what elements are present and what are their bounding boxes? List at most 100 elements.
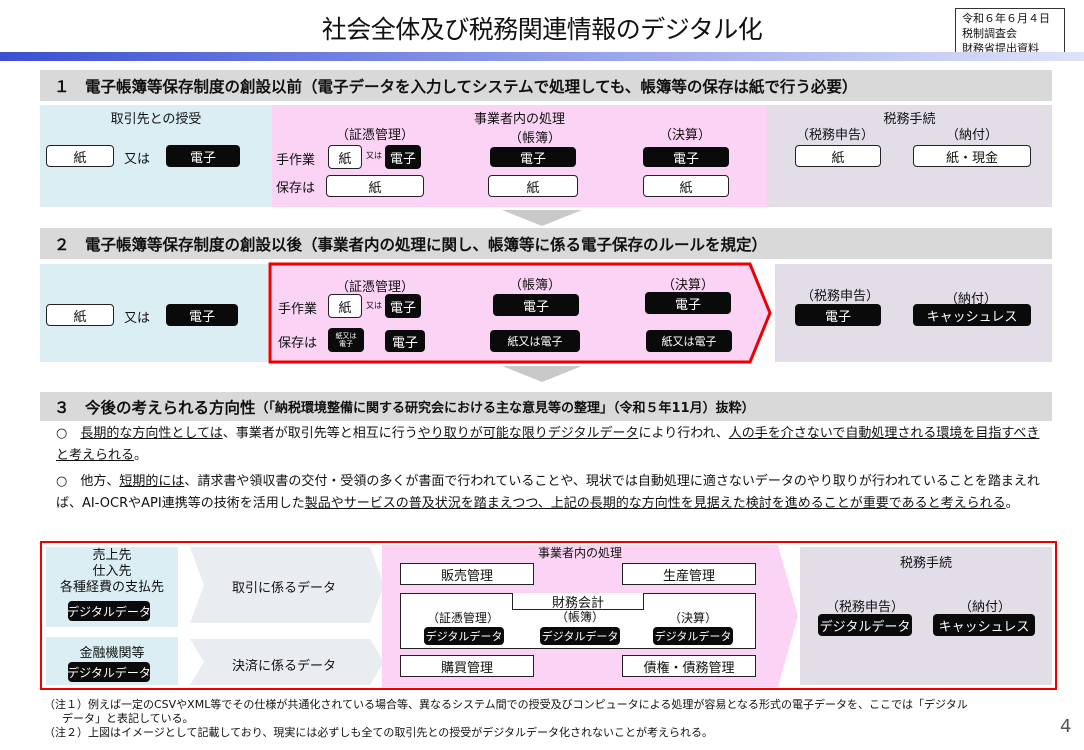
down-arrow-icon: [502, 366, 582, 382]
settle-label: （決算）: [668, 611, 717, 625]
proof-label: （証憑管理）: [335, 280, 414, 295]
debt-management-box: 債権・債務管理: [622, 655, 756, 677]
digital-data-box: デジタルデータ: [424, 627, 504, 645]
payment-label: （納付）: [958, 600, 1011, 615]
storage-label: 保存は: [276, 181, 316, 196]
bank-label: 金融機関等: [79, 646, 145, 661]
date-box: 令和６年６月４日 税制調査会 財務省提出資料: [955, 8, 1065, 58]
section-2-heading: ２ 電子帳簿等保存制度の創設以後（事業者内の処理に関し、帳簿等に係る電子保存のル…: [40, 228, 1052, 259]
inner-label: 事業者内の処理: [473, 112, 565, 127]
electronic-box: 電子: [166, 304, 238, 326]
paper-box: 紙: [795, 145, 881, 167]
electronic-box: 電子: [493, 294, 579, 316]
book-label: （帳簿）: [508, 278, 561, 293]
inner-label: 事業者内の処理: [537, 546, 622, 560]
digital-data-box: デジタルデータ: [653, 627, 733, 645]
digital-data-box: デジタルデータ: [540, 627, 620, 645]
or-label: 又は: [124, 152, 151, 167]
paper-box: 紙: [46, 145, 114, 167]
digital-data-box: デジタルデータ: [67, 662, 151, 682]
footnote-2: （注２）上図はイメージとして記載しており、現実には必ずしも全ての取引先との授受が…: [44, 726, 714, 739]
partner-label: 取引先との授受: [110, 112, 202, 127]
small-or-label: 又は: [366, 151, 382, 160]
purchase-management-box: 購買管理: [400, 655, 534, 677]
electronic-box: 電子: [645, 292, 731, 314]
electronic-box: 電子: [385, 294, 421, 318]
settlement-data-label: 決済に係るデータ: [231, 659, 336, 674]
paragraph-segment: 短期的には: [119, 474, 185, 489]
customer-line: 仕入先: [92, 564, 132, 579]
electronic-box: 電子: [643, 147, 729, 167]
sales-management-box: 販売管理: [400, 563, 534, 585]
storage-label: 保存は: [278, 336, 318, 351]
page-number: 4: [1060, 716, 1072, 737]
manual-label: 手作業: [278, 302, 318, 317]
future-diagram: [40, 541, 1057, 690]
date-line: 財務省提出資料: [962, 42, 1039, 55]
paragraph-segment: により行われ、: [638, 426, 729, 441]
title-bar: [0, 52, 1084, 61]
digital-data-box: デジタルデータ: [67, 601, 151, 621]
page-title: 社会全体及び税務関連情報のデジタル化: [321, 15, 763, 44]
paragraph-segment: 。: [1005, 496, 1019, 511]
paper-or-elec-box: 紙又は電子: [646, 330, 732, 352]
electronic-box: 電子: [166, 145, 240, 167]
paper-box: 紙: [488, 175, 578, 197]
paper-box: 紙: [328, 294, 362, 318]
tax-label: 税務手続: [883, 112, 936, 127]
paragraph-segment: 、事業者が取引先等と相互に行う: [222, 426, 418, 441]
paper-box: 紙: [328, 145, 362, 169]
paper-box: 紙: [326, 175, 424, 197]
settle-label: （決算）: [658, 128, 711, 143]
data-flow-arrows: [190, 547, 384, 685]
trade-data-label: 取引に係るデータ: [231, 581, 336, 596]
cashless-box: キャッシュレス: [933, 614, 1035, 636]
paper-or-elec-tiny-box: 紙又は電子: [328, 328, 364, 352]
production-management-box: 生産管理: [622, 563, 756, 585]
customers-label: 売上先 仕入先 各種経費の支払先: [46, 548, 178, 596]
paragraph-segment: 製品やサービスの普及状況を踏まえつつ、上記の長期的な方向性を見据えた検討を進める…: [304, 496, 1006, 511]
section-1-heading: １ 電子帳簿等保存制度の創設以前（電子データを入力してシステムで処理しても、帳簿…: [40, 70, 1052, 101]
tiny-text: 紙又は: [335, 332, 357, 340]
footnote-1: （注１）例えば一定のCSVやXML等でその仕様が共通化されている場合等、異なるシ…: [44, 698, 968, 711]
paper-or-elec-box: 紙又は電子: [490, 330, 580, 352]
payment-label: （納付）: [945, 128, 998, 143]
section-3-heading-sub: （「納税環境整備に関する研究会における主な意見等の整理」（令和５年11月）抜粋）: [255, 401, 755, 416]
filing-label: （税務申告）: [800, 289, 879, 304]
book-label: （帳簿）: [508, 131, 561, 146]
electronic-box: 電子: [490, 147, 576, 167]
section-3-heading: ３ 今後の考えられる方向性（「納税環境整備に関する研究会における主な意見等の整理…: [40, 392, 1052, 421]
paragraph-segment: やり取りが可能な限りデジタルデータ: [417, 426, 639, 441]
cashless-box: キャッシュレス: [913, 304, 1031, 326]
electronic-box: 電子: [385, 330, 425, 352]
small-or-label: 又は: [366, 301, 382, 310]
filing-label: （税務申告）: [825, 600, 904, 615]
filing-label: （税務申告）: [795, 128, 874, 143]
footnote-1-cont: データ」と表記している。: [62, 712, 194, 725]
manual-label: 手作業: [276, 153, 316, 168]
paragraph-segment: ○: [56, 426, 81, 441]
paper-cash-box: 紙・現金: [913, 145, 1031, 167]
customer-line: 各種経費の支払先: [59, 580, 164, 595]
proof-label: （証憑管理）: [335, 128, 414, 143]
section-2-heading-text: ２ 電子帳簿等保存制度の創設以後（事業者内の処理に関し、帳簿等に係る電子保存のル…: [54, 235, 768, 254]
paper-box: 紙: [643, 175, 729, 197]
date-line: 税制調査会: [962, 27, 1017, 40]
paper-box: 紙: [46, 304, 114, 326]
accounting-label: 財務会計: [512, 593, 644, 611]
footnotes: （注１）例えば一定のCSVやXML等でその仕様が共通化されている場合等、異なるシ…: [44, 698, 1064, 740]
customer-line: 売上先: [92, 548, 132, 563]
paragraph-segment: ○ 他方、: [56, 474, 120, 489]
electronic-box: 電子: [795, 304, 881, 326]
book-label: （帳簿）: [555, 610, 604, 624]
direction-paragraph-1: ○ 長期的な方向性としては、事業者が取引先等と相互に行うやり取りが可能な限りデジ…: [56, 423, 1046, 467]
paragraph-segment: 長期的な方向性としては: [80, 426, 223, 441]
down-arrow-icon: [502, 210, 582, 226]
paragraph-segment: 人の手を介さないで自動処理される環境を目指すべきと考えられる: [56, 426, 1040, 463]
tax-label: 税務手続: [899, 556, 952, 571]
settle-label: （決算）: [661, 278, 714, 293]
paragraph-segment: 。: [134, 448, 148, 463]
proof-label: （証憑管理）: [426, 611, 499, 625]
section-3-heading-text: ３ 今後の考えられる方向性: [54, 398, 256, 417]
section-1-heading-text: １ 電子帳簿等保存制度の創設以前（電子データを入力してシステムで処理しても、帳簿…: [54, 77, 858, 96]
